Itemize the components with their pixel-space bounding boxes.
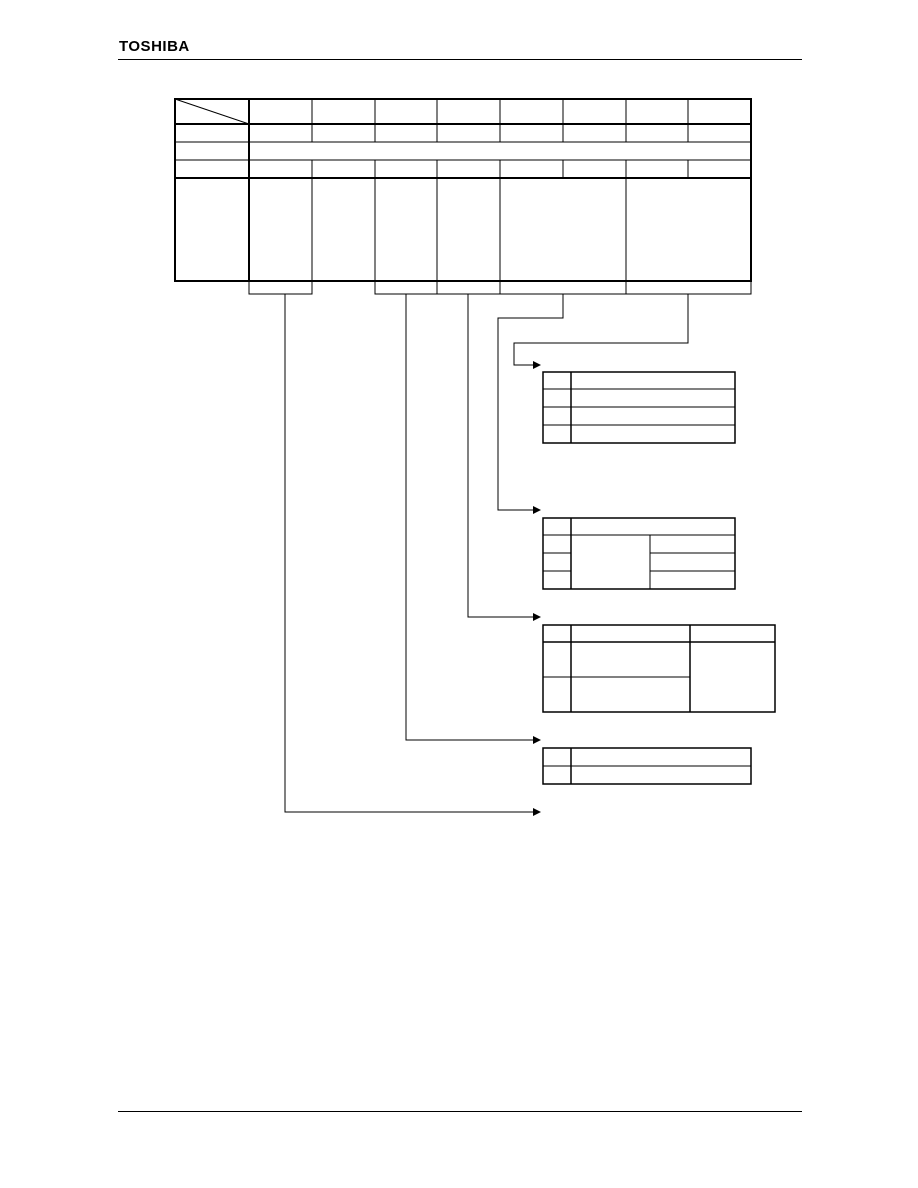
leader-line-bit-7 <box>284 294 541 816</box>
leader-lines <box>284 294 689 816</box>
header-diagonal <box>174 98 250 125</box>
leader-line-bits-6-7 <box>513 294 689 369</box>
detail-table-4 <box>542 747 752 785</box>
leader-line-bits-2-3 <box>497 294 564 514</box>
detail-table-1 <box>542 371 736 444</box>
detail-table-2 <box>542 517 736 590</box>
register-table-frame <box>174 98 752 282</box>
field-brackets <box>248 281 752 295</box>
leader-line-bit-5 <box>405 294 541 744</box>
header-rule <box>118 59 802 60</box>
register-table <box>174 98 752 282</box>
toshiba-logo: TOSHIBA <box>119 38 190 55</box>
leader-line-bit-4 <box>467 294 541 621</box>
footer-rule <box>118 1111 802 1112</box>
detail-table-3 <box>542 624 776 713</box>
